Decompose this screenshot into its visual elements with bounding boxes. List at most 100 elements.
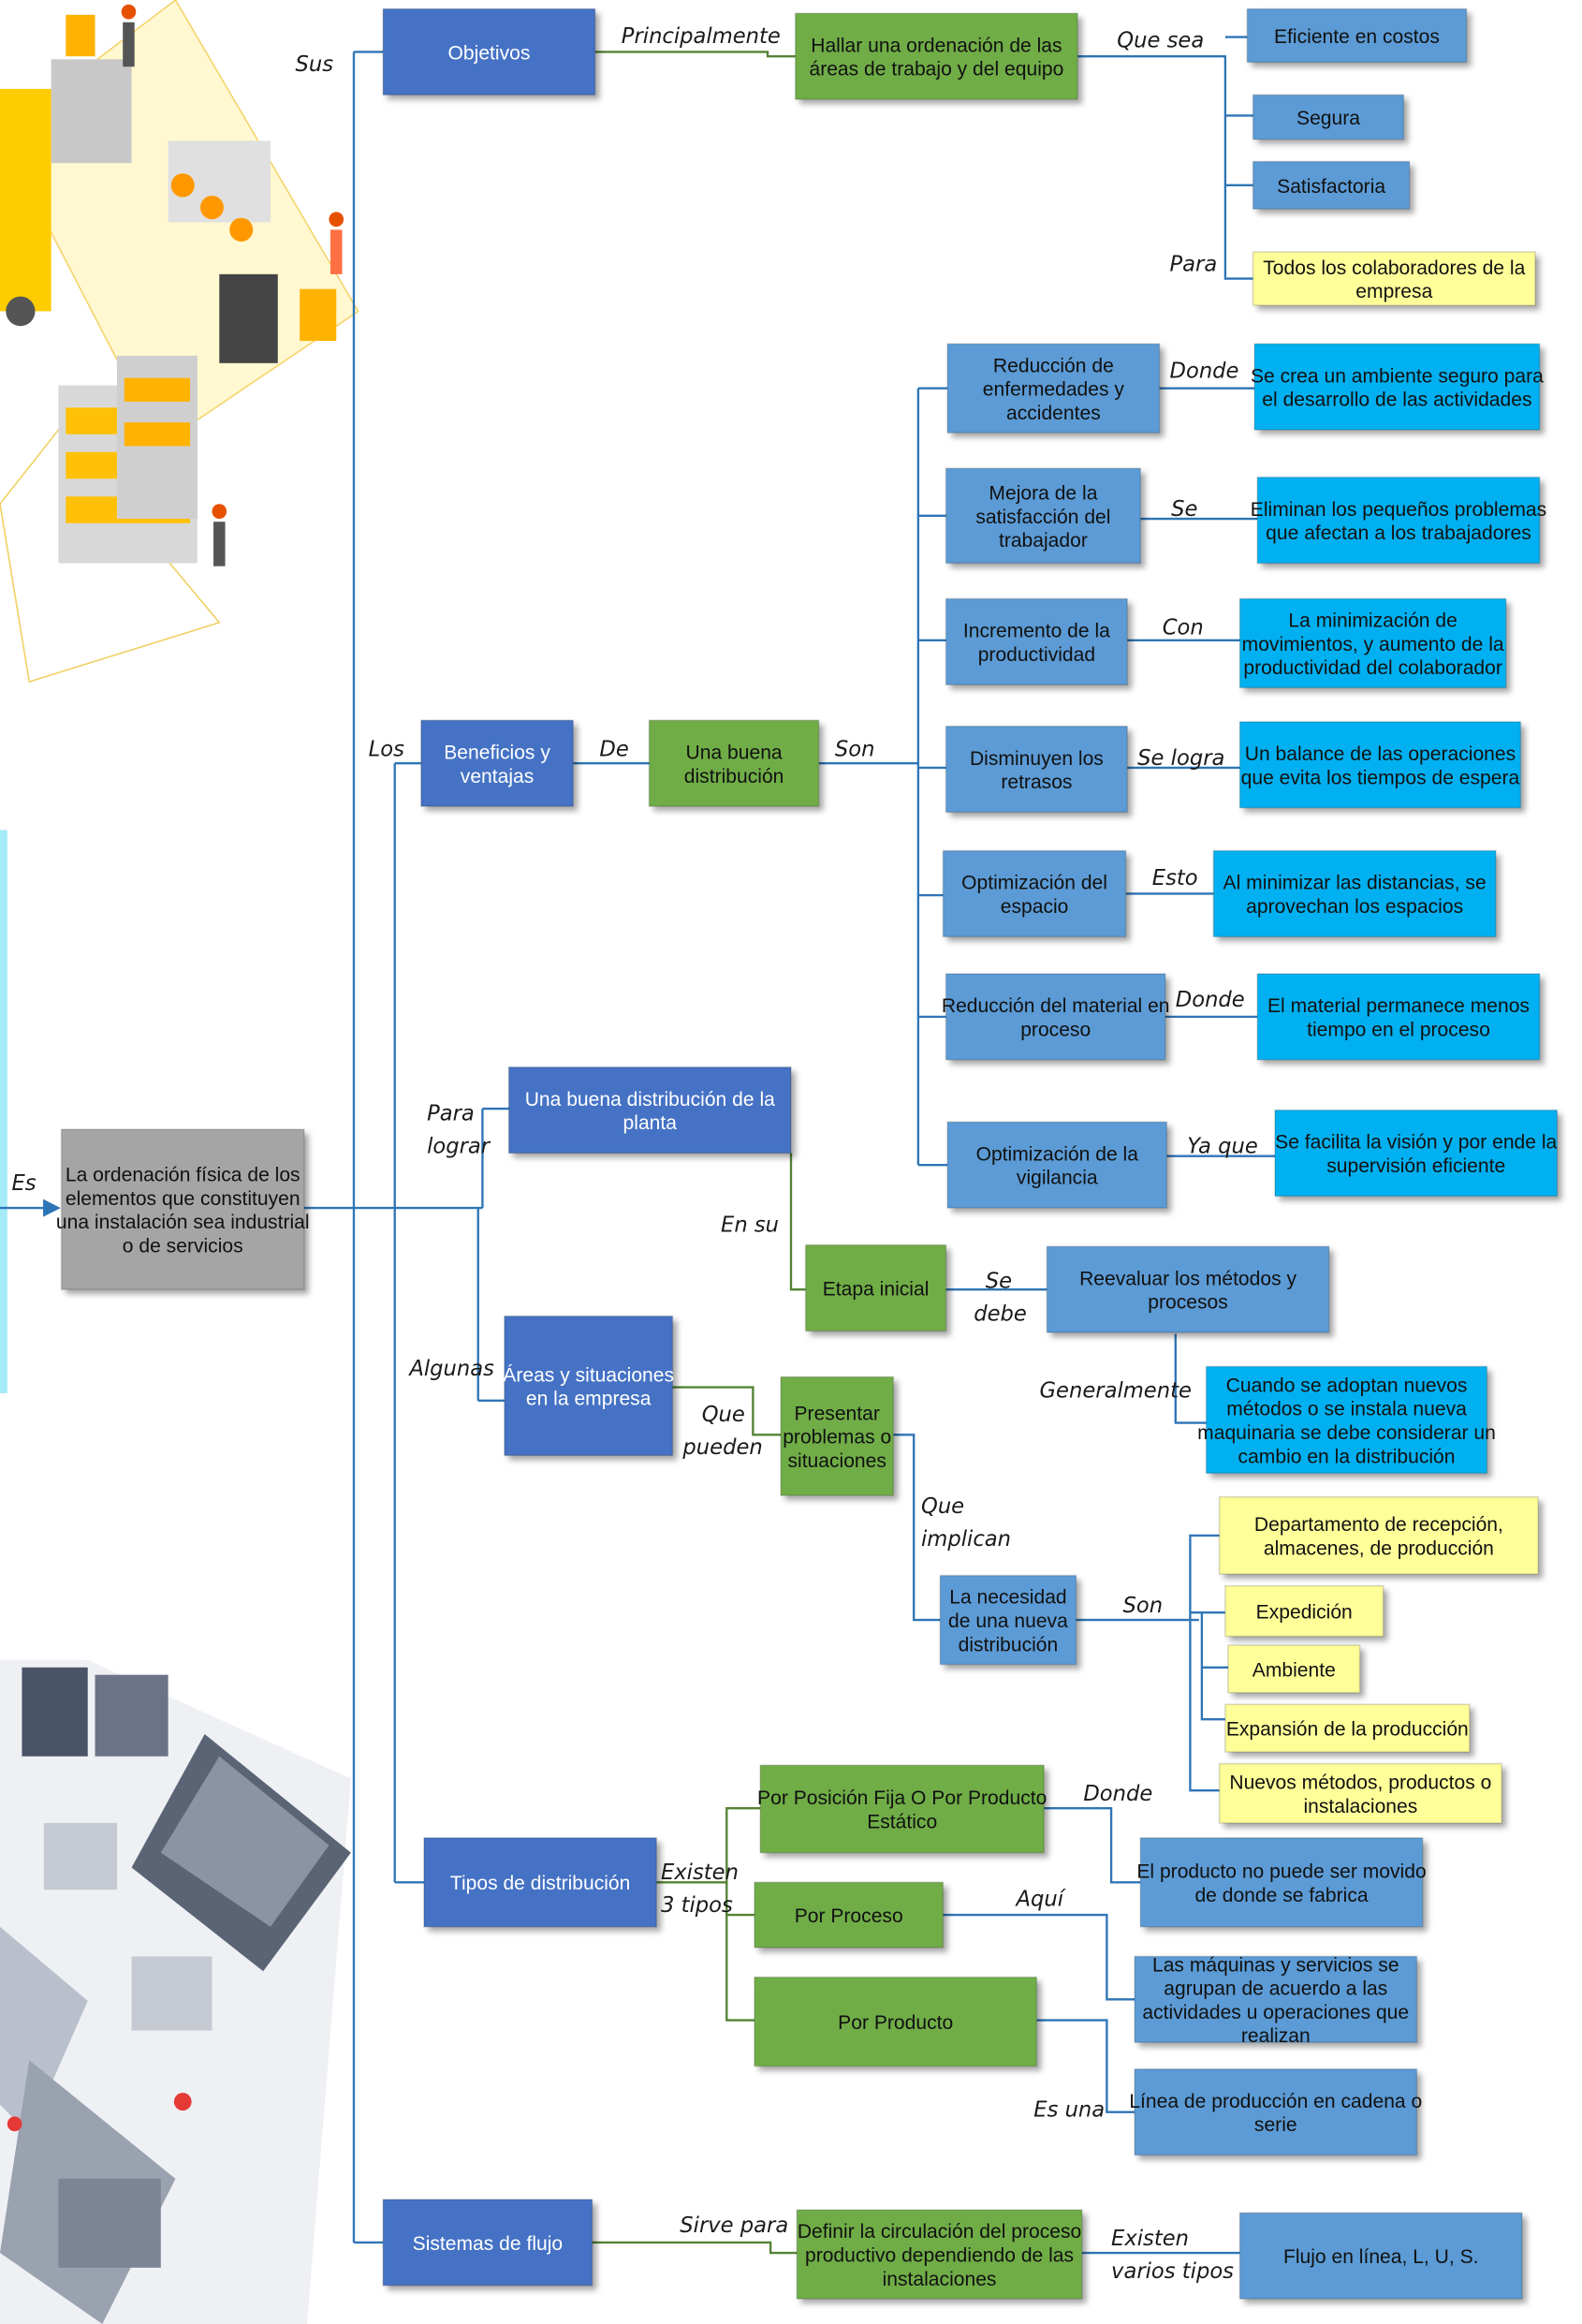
root-box-text: elementos que constituyen [66,1188,300,1210]
benefit-title-0-shape [946,343,1161,434]
tipo-name-0-text: Estático [867,1811,937,1832]
benefit-detail-5-shape [1256,973,1541,1061]
benefit-detail-1-shape [1256,476,1541,565]
area-item-4-text: instalaciones [1303,1796,1417,1817]
benefit-detail-3-text: Un balance de las operaciones [1245,743,1516,765]
quality-satisfactoria-box-text: Satisfactoria [1277,176,1385,198]
area-item-4-text: Nuevos métodos, productos o [1229,1772,1491,1793]
area-item-0-shape [1218,1495,1539,1575]
connector-se-debe: debe [974,1302,1027,1326]
benefit-title-0-text: enfermedades y [983,379,1125,401]
problemas-box-text: Presentar [795,1403,880,1424]
area-item-1: Expedición [1224,1584,1384,1638]
area-item-0-text: Departamento de recepción, [1254,1514,1503,1536]
problemas-box-text: problemas o [783,1427,891,1449]
benefit-detail-5-text: El material permanece menos [1267,995,1530,1017]
benefit-detail-2-text: movimientos, y aumento de la [1242,634,1504,655]
lograr-box-shape [507,1066,792,1155]
tipos-box-shape [423,1837,658,1928]
root-box-text: La ordenación física de los [66,1164,300,1185]
benefit-detail-0-text: el desarrollo de las actividades [1262,390,1531,411]
tipo-name-0-text: Por Posición Fija O Por Producto [757,1787,1047,1809]
benefit-detail-6: Se facilita la visión y por ende lasuper… [1274,1109,1559,1198]
flujo-kinds-box: Flujo en línea, L, U, S. [1238,2212,1523,2300]
connector-algunas: Algunas [407,1357,494,1381]
benefit-title-2-text: Incremento de la [963,621,1110,642]
generalmente-note-box-text: cambio en la distribución [1238,1446,1456,1467]
tipo-detail-0-text: de donde se fabrica [1194,1885,1368,1906]
reevaluar-box-text: procesos [1148,1292,1228,1314]
etapa-inicial-box: Etapa inicial [804,1243,947,1332]
area-item-2-text: Ambiente [1252,1659,1336,1681]
benefit-detail-3-shape [1238,721,1522,809]
quality-segura-box: Segura [1252,94,1405,140]
benefit-title-6-text: Optimización de la [976,1143,1139,1165]
flujo-purpose-box-text: instalaciones [883,2269,997,2290]
benefit-title-5-text: proceso [1020,1019,1091,1040]
quality-eficiente-box-shape [1246,7,1468,64]
objetivos-target-box-shape [1252,251,1536,306]
benefit-detail-6-text: Se facilita la visión y por ende la [1275,1132,1557,1154]
benefit-detail-3-text: que evita los tiempos de espera [1241,767,1520,788]
area-item-3: Expansión de la producción [1224,1703,1471,1753]
tipo-detail-2-shape [1134,2067,1418,2156]
problemas-box-shape [780,1375,895,1496]
area-item-1-shape [1224,1584,1384,1638]
benefit-link-6: Ya que [1187,1134,1257,1158]
connector-sirve-para: Sirve para [680,2214,788,2238]
root-box-shape [60,1128,305,1290]
buena-distribucion-box-shape [648,719,820,807]
tipo-link-2: Es una [1033,2097,1105,2122]
tipo-detail-1-shape [1134,1955,1418,2044]
benefit-title-2-text: productividad [978,644,1095,666]
quality-satisfactoria-box: Satisfactoria [1252,160,1411,210]
objetivos-box: Objetivos [382,7,596,96]
flujo-box-text: Sistemas de flujo [413,2233,563,2255]
objetivos-goal-box-text: áreas de trabajo y del equipo [809,59,1063,81]
area-item-3-text: Expansión de la producción [1226,1718,1469,1740]
area-item-4: Nuevos métodos, productos o instalaciones [1218,1762,1502,1824]
quality-satisfactoria-box-shape [1252,160,1411,210]
lograr-box-text: Una buena distribución de la [525,1089,775,1111]
tipo-detail-1-text: Las máquinas y servicios se [1152,1954,1399,1976]
tipo-detail-0-shape [1139,1837,1424,1928]
beneficios-box-text: Beneficios y [444,742,550,763]
benefit-detail-5-text: tiempo en el proceso [1307,1019,1490,1040]
quality-eficiente-box-text: Eficiente en costos [1274,26,1440,48]
root-box-text: o de servicios [123,1235,243,1257]
tipo-name-1-shape [754,1881,945,1949]
quality-segura-box-text: Segura [1296,108,1360,129]
connector-existen-varios-tipos: Existen [1111,2227,1189,2251]
objetivos-box-text: Objetivos [448,42,531,64]
necesidad-box-shape [939,1574,1077,1666]
reevaluar-box: Reevaluar los métodos y procesos [1046,1245,1330,1333]
connector-de: De [599,737,628,761]
connector-que-implican: implican [921,1527,1011,1552]
flujo-kinds-box-shape [1238,2212,1523,2300]
benefit-title-3-text: Disminuyen los [970,748,1104,770]
connector-existen-3-tipos: Existen [661,1861,739,1885]
benefit-title-4-text: Optimización del [961,873,1107,894]
etapa-inicial-box-text: Etapa inicial [823,1278,930,1300]
generalmente-note-box-text: maquinaria se debe considerar un [1197,1422,1496,1444]
reevaluar-box-text: Reevaluar los métodos y [1079,1268,1296,1289]
tipo-name-1: Por Proceso [754,1881,945,1949]
connector-que-sea: Que sea [1117,29,1204,53]
tipo-detail-1-text: agrupan de acuerdo a las [1164,1978,1387,1999]
objetivos-target-box-text: Todos los colaboradores de la [1263,257,1525,279]
areas-box-shape [504,1315,674,1457]
flujo-box-shape [382,2199,593,2287]
problemas-box-text: situaciones [787,1450,886,1472]
connector-existen-varios-tipos: varios tipos [1111,2259,1234,2284]
benefit-title-4-shape [942,849,1127,938]
benefit-detail-0-text: Se crea un ambiente seguro para [1251,365,1544,387]
